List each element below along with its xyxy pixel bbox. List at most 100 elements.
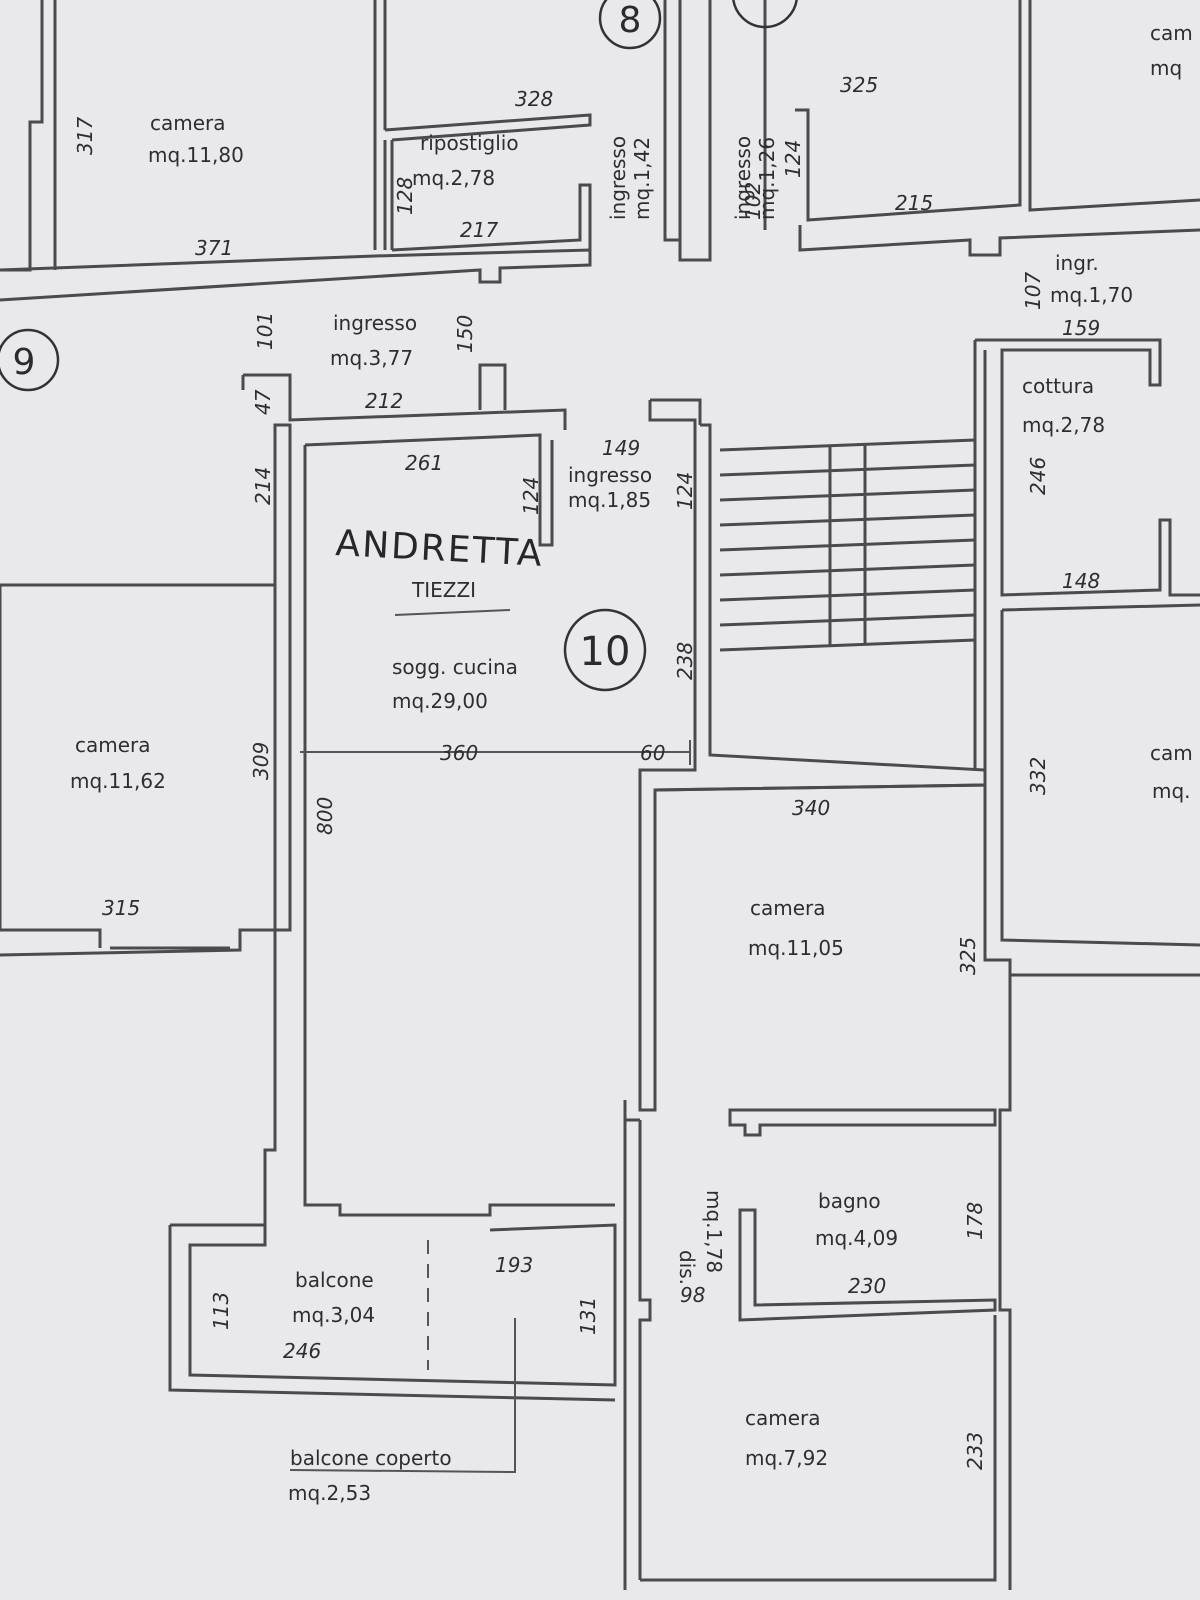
dim-309: 309 [249,742,273,780]
wall-dis [623,1100,997,1590]
room-camera-top: camera mq.11,80 [148,111,244,167]
unit-circle-7 [732,0,798,29]
dim-246: 246 [1026,457,1050,495]
room-area: mq.29,00 [392,689,488,713]
room-name: ingresso [333,311,417,335]
room-name: balcone [295,1268,374,1292]
handwriting-names: ANDRETTA TIEZZI [335,523,545,602]
room-ingresso-top-2: ingresso mq.1,26 [731,136,779,220]
dim-113: 113 [209,1292,233,1330]
wall-column-8 [663,0,712,262]
dim-107: 107 [1021,272,1045,310]
room-name: camera [75,733,151,757]
dim-214: 214 [251,467,275,505]
wall-camera-left [0,423,292,957]
wall-soggiorno-left [263,433,615,1225]
room-area: mq.2,53 [288,1481,371,1505]
room-area: mq.1,26 [755,137,779,220]
room-ingresso-9: ingresso mq.3,77 [330,311,417,370]
room-name: balcone coperto [290,1446,452,1470]
unit-label-10: 10 [580,629,631,675]
dim-360: 360 [440,741,478,765]
room-area: mq.3,77 [330,346,413,370]
room-area: mq.1,85 [568,488,651,512]
dim-246-b: 246 [283,1339,321,1363]
room-name: ripostiglio [420,131,519,155]
dim-101: 101 [253,312,277,350]
dim-150: 150 [453,315,477,353]
dim-800: 800 [313,797,337,835]
dim-325: 325 [840,73,878,97]
room-balcone-coperto: balcone coperto mq.2,53 [288,1446,452,1505]
room-name: cam [1150,741,1193,765]
room-camera-bottom: camera mq.7,92 [745,1406,828,1470]
room-area: mq.1,70 [1050,283,1133,307]
dim-233: 233 [963,1432,987,1470]
dim-340: 340 [792,796,830,820]
room-area: mq.3,04 [292,1303,375,1327]
dim-131: 131 [576,1297,600,1335]
wall-ingresso-9 [241,363,567,430]
room-ingresso-10: ingresso mq.1,85 [568,463,652,512]
dim-193: 193 [495,1253,533,1277]
unit-number-10: 10 [563,608,647,692]
room-camera-mid: camera mq.11,05 [748,896,844,960]
dim-124-a: 124 [781,140,805,178]
room-top-right: cam mq [1150,21,1193,80]
wall-stair [638,398,987,1112]
unit-circle-8 [598,0,662,50]
dim-261: 261 [405,451,443,475]
dim-47: 47 [251,389,275,415]
room-soggiorno: sogg. cucina mq.29,00 [392,655,518,713]
room-name: cottura [1022,374,1094,398]
unit-label-8: 8 [619,0,642,41]
room-name: camera [750,896,826,920]
dim-238: 238 [673,642,697,680]
unit-number-9: 9 [0,328,60,392]
dim-325-b: 325 [956,937,980,975]
room-camera-left: camera mq.11,62 [70,733,166,793]
room-name: cam [1150,21,1193,45]
room-cottura: cottura mq.2,78 [1022,374,1105,437]
room-area: mq.7,92 [745,1446,828,1470]
wall-ripostiglio [384,113,592,252]
dim-212: 212 [365,389,403,413]
dim-215: 215 [895,191,933,215]
room-area: mq.1,42 [630,137,654,220]
unit-circle-7-partial [732,0,798,29]
dim-149: 149 [602,436,640,460]
wall-stair-steps [719,438,976,652]
wall-cottura [973,338,1200,775]
room-name: ingresso [731,136,755,220]
room-area: mq.2,78 [1022,413,1105,437]
dim-124-b: 124 [519,477,543,515]
room-name: camera [745,1406,821,1430]
wall-horizontal-9 [0,248,592,302]
room-name: ingr. [1055,251,1099,275]
room-name: sogg. cucina [392,655,518,679]
unit-circle-9 [0,328,60,392]
room-area: mq.2,78 [412,166,495,190]
room-area: mq.11,05 [748,936,844,960]
dim-98: 98 [680,1283,705,1307]
dim-230: 230 [848,1274,886,1298]
room-ripostiglio: ripostiglio mq.2,78 [412,131,519,190]
dim-178: 178 [963,1202,987,1240]
balcone-coperto-outline [289,1318,516,1474]
room-area: mq.11,62 [70,769,166,793]
dim-371: 371 [195,236,233,260]
dim-217: 217 [460,218,498,242]
dimension-line-360 [300,740,691,765]
room-name: ingresso [606,136,630,220]
dim-328: 328 [515,87,553,111]
wall-ingresso-7 [763,0,1200,257]
wall-camera-mid [654,783,1012,1590]
room-area: mq.11,80 [148,143,244,167]
dim-124-c: 124 [673,472,697,510]
room-ingr-right: ingr. mq.1,70 [1050,251,1133,307]
room-name: dis. [675,1250,699,1285]
room-name: camera [150,111,226,135]
dim-332: 332 [1026,757,1050,795]
wall-bagno [728,1108,997,1322]
